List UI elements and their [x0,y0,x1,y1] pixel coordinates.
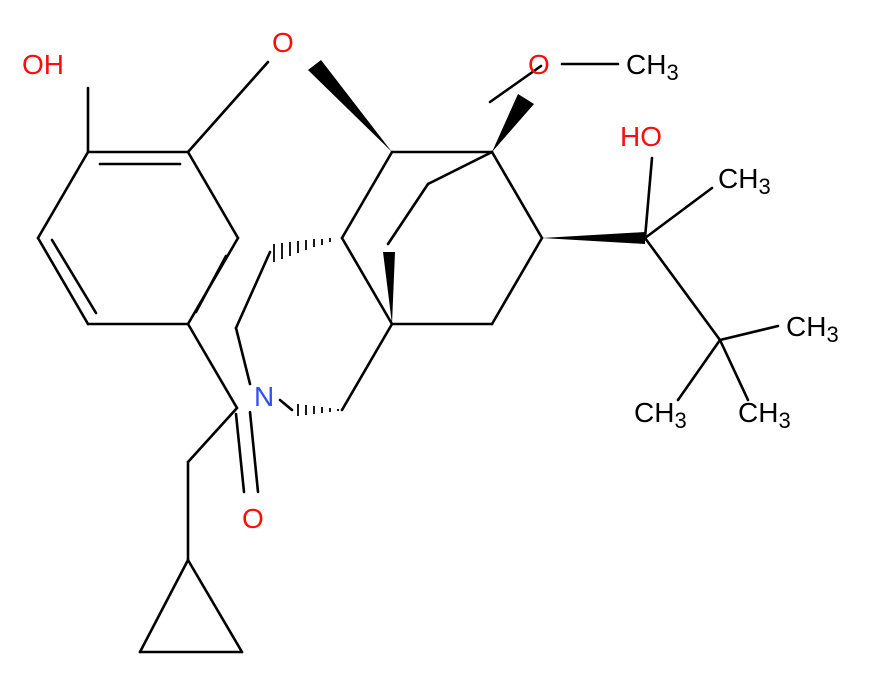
methoxy-oxygen-label: O [528,49,550,80]
bond [340,236,394,326]
bond [488,64,543,104]
wedge-bond [492,94,534,152]
tbutyl-methyl-bottom-label: CH3 [738,397,791,433]
bond [643,236,722,342]
bond [50,238,98,315]
bond [718,338,750,402]
wedge-bond [308,60,392,152]
bond [234,326,252,386]
bond [278,398,294,412]
bond [138,558,190,654]
bond [186,60,270,154]
atom-labels: OH O O CH3 HO CH3 CH3 CH3 CH3 N O [22,27,839,534]
tbutyl-methyl-left-label: CH3 [634,397,687,433]
methoxy-methyl-label: CH3 [626,49,679,85]
bond [248,410,260,494]
carbonyl-oxygen-label: O [242,503,264,534]
bond [36,236,90,326]
nitrogen-label: N [254,381,274,412]
bond [490,236,544,326]
bond [194,254,228,314]
bond [186,558,244,654]
bond [426,150,494,186]
bond [340,322,394,412]
bond [386,182,430,246]
wedge-bond [383,252,395,324]
phenol-hydroxyl-label: OH [22,49,64,80]
hash-bond [297,404,339,416]
bond [490,150,544,240]
bond [186,406,239,464]
bond [340,150,394,240]
single-bonds [36,60,780,654]
bond [676,338,722,402]
ether-oxygen-label: O [272,27,294,58]
side-hydroxyl-label: HO [620,121,662,152]
side-methyl-label: CH3 [718,163,771,199]
bond [186,150,240,240]
bond [186,322,239,410]
bond [234,412,246,494]
bond [643,186,714,240]
tbutyl-methyl-right-label: CH3 [786,311,839,347]
bond [234,250,272,330]
hash-bond [273,238,331,262]
wedge-bonds [308,60,645,324]
bond [718,324,780,342]
double-bond-inner-lines [50,162,228,315]
bond [36,150,90,240]
bond [643,156,654,240]
wedge-bond [542,232,645,244]
